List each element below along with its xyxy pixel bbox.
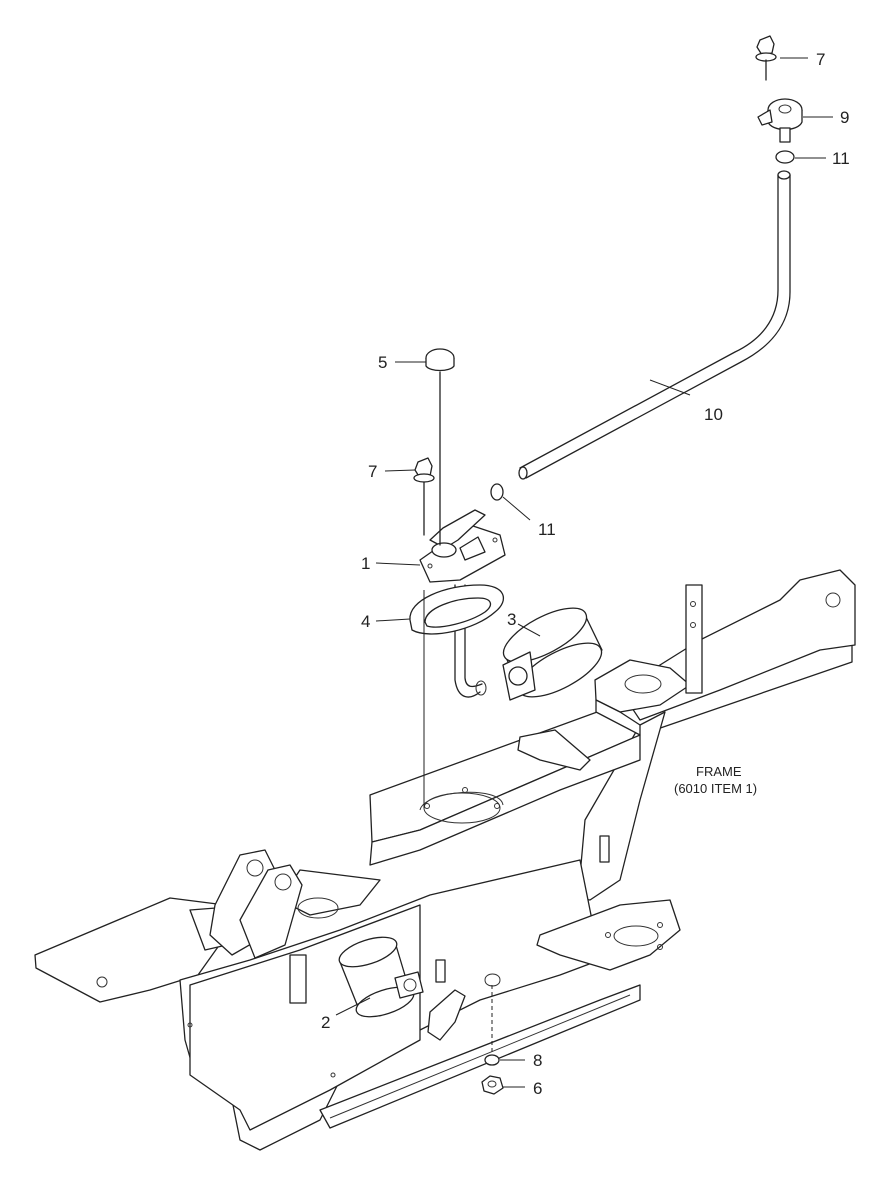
callout-7-lower: 7: [368, 462, 377, 481]
callout-4: 4: [361, 612, 370, 631]
part-11-clamp-upper: [775, 150, 795, 164]
callout-2: 2: [321, 1013, 330, 1032]
frame-note-reference: (6010 ITEM 1): [674, 781, 757, 796]
part-1-sender-assembly: [419, 509, 506, 698]
callout-11-upper: 11: [832, 149, 850, 168]
callout-7-upper: 7: [816, 50, 825, 69]
callout-6: 6: [533, 1079, 542, 1098]
leader-lines: [335, 57, 833, 1088]
callout-9: 9: [840, 108, 849, 127]
frame-note-title: FRAME: [696, 764, 742, 779]
part-11-clamp-lower: [490, 483, 504, 501]
part-7-bolt-upper: [755, 35, 777, 81]
drain-hole-marker: [484, 973, 501, 987]
callout-11-lower: 11: [538, 520, 556, 539]
part-9-cap: [757, 98, 803, 143]
callout-10: 10: [704, 405, 723, 424]
part-8-washer: [484, 1054, 500, 1066]
callout-5: 5: [378, 353, 387, 372]
frame: [34, 569, 856, 1151]
callout-1: 1: [361, 554, 370, 573]
part-4-gasket: [409, 584, 505, 635]
part-7-bolt-lower: [413, 457, 435, 536]
part-3-filter-upper: [502, 607, 603, 701]
callout-3: 3: [507, 610, 516, 629]
part-6-drain-plug: [481, 1075, 504, 1095]
part-2-filter-lower: [338, 936, 466, 1041]
callout-8: 8: [533, 1051, 542, 1070]
part-10-pipe: [518, 170, 791, 480]
part-5-dipstick: [425, 348, 455, 546]
